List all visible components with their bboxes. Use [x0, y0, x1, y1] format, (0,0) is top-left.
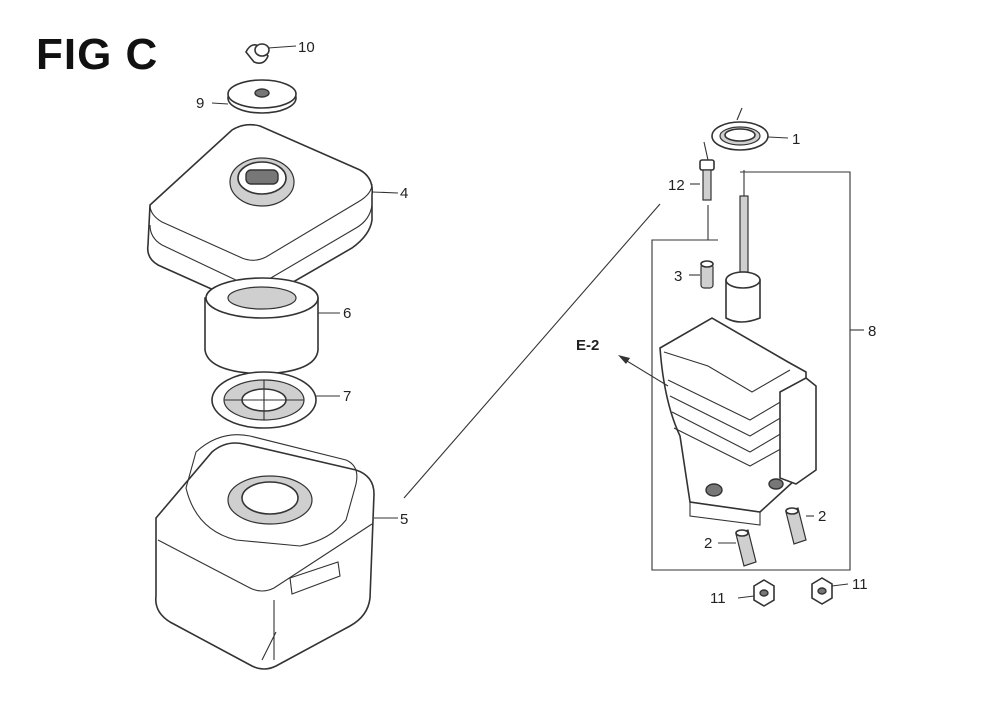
pin-part[interactable]: [718, 507, 814, 567]
callout-8: 8: [868, 323, 876, 340]
air-cleaner-case-part[interactable]: [154, 434, 398, 670]
callout-11-left: 11: [710, 590, 726, 607]
air-cleaner-cover-part[interactable]: [146, 123, 399, 304]
callout-10: 10: [298, 39, 315, 56]
callout-7: 7: [343, 388, 351, 405]
foam-element-part[interactable]: [204, 277, 340, 375]
callout-5: 5: [400, 511, 408, 528]
gasket-ring-part[interactable]: [711, 107, 789, 151]
muffler-part[interactable]: [659, 170, 864, 526]
callout-2-right: 2: [818, 508, 826, 525]
callout-12: 12: [668, 177, 685, 194]
callout-6: 6: [343, 305, 351, 322]
reference-arrow: [618, 355, 669, 387]
assembly-leader-line: [403, 203, 661, 499]
callout-11-right: 11: [852, 576, 868, 593]
callout-1: 1: [792, 131, 800, 148]
nut-part[interactable]: [737, 577, 849, 607]
callout-2-left: 2: [704, 535, 712, 552]
wing-nut-part[interactable]: [245, 43, 297, 64]
bolt-part[interactable]: [690, 141, 715, 240]
callout-e2: E-2: [576, 337, 599, 354]
cap-seal-part[interactable]: [211, 79, 297, 114]
figure-title: FIG C: [36, 30, 159, 79]
callout-3: 3: [674, 268, 682, 285]
collar-part[interactable]: [689, 260, 714, 289]
assembly-frame: [651, 171, 851, 571]
callout-9: 9: [196, 95, 204, 112]
callout-4: 4: [400, 185, 408, 202]
element-grid-part[interactable]: [211, 371, 340, 429]
